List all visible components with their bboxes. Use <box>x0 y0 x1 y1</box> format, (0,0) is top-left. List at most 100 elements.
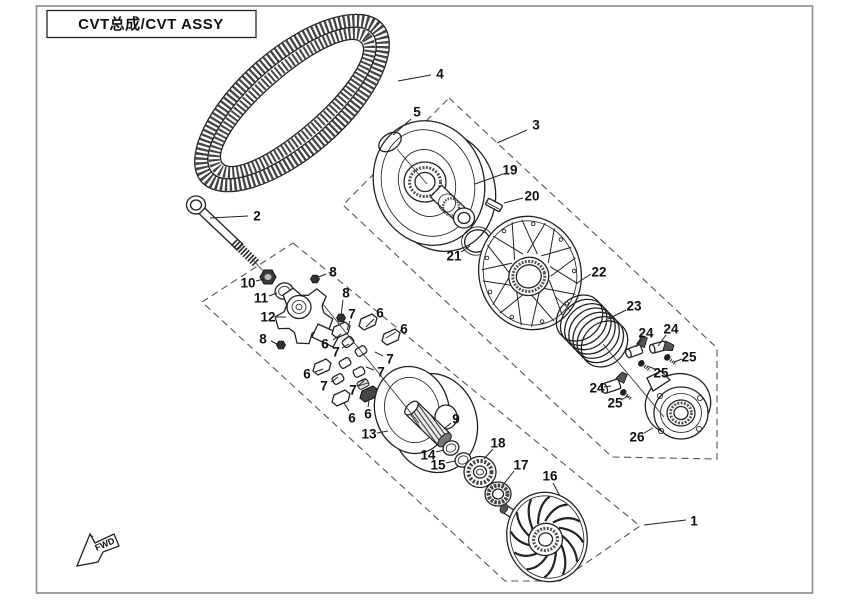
leader-line <box>502 470 515 486</box>
leader-line <box>376 430 389 434</box>
leader-line <box>346 320 351 331</box>
clutch-housing <box>644 370 712 440</box>
callout-label-12: 12 <box>260 310 275 325</box>
shaft-key <box>484 197 504 213</box>
leader-line <box>474 173 504 185</box>
callout-label-21: 21 <box>446 249 462 264</box>
ring-17 <box>484 481 512 507</box>
leader-line <box>332 333 342 341</box>
leader-line <box>603 385 612 388</box>
callout-label-23: 23 <box>626 299 642 314</box>
leader-line <box>365 366 375 371</box>
leader-line <box>435 449 445 453</box>
leader-line <box>330 376 339 383</box>
leader-line <box>314 368 324 373</box>
o-ring-5 <box>378 131 402 153</box>
leader-line <box>643 427 654 434</box>
small-nut-8b <box>336 313 346 323</box>
leader-line <box>365 318 375 328</box>
callout-label-4: 4 <box>436 67 444 82</box>
clutch-spider <box>274 287 341 348</box>
callout-label-10: 10 <box>240 276 255 291</box>
drive-belt <box>194 13 390 193</box>
leader-line <box>646 365 656 370</box>
fan-face <box>506 491 588 583</box>
leader-line <box>445 460 456 464</box>
callout-label-24: 24 <box>589 381 605 396</box>
leader-line <box>635 338 643 348</box>
leader-line <box>374 351 384 357</box>
callout-label-13: 13 <box>361 427 377 442</box>
title-box <box>46 9 257 39</box>
callout-label-7: 7 <box>377 365 385 380</box>
leader-line <box>340 299 344 317</box>
callout-label-6: 6 <box>303 367 311 382</box>
title-block: CVT总成/CVT ASSY <box>46 9 257 39</box>
callout-label-25: 25 <box>607 396 623 411</box>
callout-label-6: 6 <box>321 337 329 352</box>
roller-24-a <box>624 335 648 359</box>
callout-label-6: 6 <box>400 322 408 337</box>
leader-line <box>270 340 280 346</box>
leader-line <box>552 482 561 497</box>
leader-line <box>460 245 471 253</box>
page-title: CVT总成/CVT ASSY <box>78 15 224 33</box>
roller-bolt-b <box>638 360 651 372</box>
callout-label-20: 20 <box>524 189 539 204</box>
callout-label-2: 2 <box>253 209 261 224</box>
leader-line <box>397 74 432 82</box>
leader-line <box>483 448 494 460</box>
callout-label-7: 7 <box>320 379 328 394</box>
callout-label-7: 7 <box>348 307 356 322</box>
callout-label-17: 17 <box>513 458 528 473</box>
leader-line <box>367 400 370 408</box>
callout-label-11: 11 <box>254 291 269 306</box>
bearing <box>463 455 497 489</box>
leader-line <box>315 273 327 279</box>
callout-label-6: 6 <box>376 306 384 321</box>
callout-label-25: 25 <box>653 366 669 381</box>
leader-line <box>343 402 350 412</box>
callout-label-6: 6 <box>364 407 372 422</box>
callout-label-24: 24 <box>638 326 654 341</box>
ring-14 <box>442 440 460 456</box>
callout-label-25: 25 <box>681 350 697 365</box>
group-box-3 <box>342 97 718 460</box>
callout-label-24: 24 <box>663 322 679 337</box>
leader-line <box>496 129 528 144</box>
leader-line <box>503 197 524 204</box>
leader-line <box>341 343 350 349</box>
leader-line <box>643 519 687 526</box>
small-nut-8c <box>276 340 286 350</box>
leader-line <box>357 380 365 387</box>
callout-label-6: 6 <box>348 411 356 426</box>
leader-line <box>209 215 249 219</box>
callout-label-5: 5 <box>413 105 421 120</box>
callout-label-15: 15 <box>430 458 446 473</box>
leader-line <box>443 422 452 430</box>
construction-lines <box>251 148 665 424</box>
callout-label-7: 7 <box>386 352 394 367</box>
small-nut-8a <box>310 274 320 284</box>
weight-rollers <box>331 335 370 390</box>
roller-24-c <box>600 371 628 394</box>
leader-line <box>576 273 592 284</box>
callout-label-9: 9 <box>452 412 460 427</box>
callout-label-22: 22 <box>591 265 606 280</box>
splined-bushing <box>404 400 452 448</box>
callout-label-1: 1 <box>690 514 698 529</box>
spoked-sheave <box>477 215 583 331</box>
callout-label-19: 19 <box>502 163 517 178</box>
leader-line <box>620 395 629 401</box>
callout-label-18: 18 <box>490 436 506 451</box>
lock-nut <box>259 269 277 285</box>
leader-line <box>607 309 627 320</box>
fixed-drive-face <box>372 120 497 253</box>
callout-label-7: 7 <box>332 345 340 360</box>
callout-label-14: 14 <box>420 448 436 463</box>
clutch-spring <box>555 294 629 368</box>
drawing-border <box>35 5 814 594</box>
